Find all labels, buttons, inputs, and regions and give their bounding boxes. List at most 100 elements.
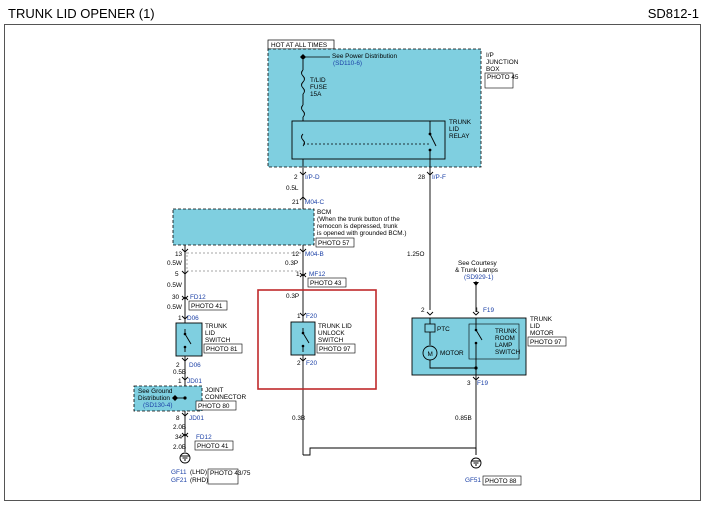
conn-mf12: MF12: [309, 271, 326, 278]
svg-text:2.0B: 2.0B: [173, 424, 186, 431]
svg-text:0.5L: 0.5L: [286, 185, 299, 192]
svg-text:CONNECTOR: CONNECTOR: [205, 394, 246, 401]
svg-text:PHOTO 41: PHOTO 41: [191, 303, 223, 310]
ip-box-name-1: I/P: [486, 52, 494, 59]
svg-text:1.25O: 1.25O: [407, 251, 424, 258]
diagram-title: TRUNK LID OPENER (1): [8, 6, 155, 21]
svg-text:2: 2: [297, 360, 301, 367]
relay-label-3: RELAY: [449, 133, 470, 140]
conn-m04-b: M04-B: [305, 251, 324, 258]
fuse-label-2: FUSE: [310, 84, 327, 91]
bcm-box: [172, 208, 315, 246]
svg-text:& Trunk Lamps: & Trunk Lamps: [455, 267, 498, 274]
svg-text:8: 8: [176, 415, 180, 422]
conn-ip-f: I/P-F: [432, 174, 446, 181]
svg-text:0.5W: 0.5W: [167, 304, 183, 311]
svg-text:0.3P: 0.3P: [285, 260, 298, 267]
svg-text:JOINT: JOINT: [205, 387, 224, 394]
conn-fd12-top: FD12: [190, 294, 206, 301]
svg-text:PTC: PTC: [437, 326, 450, 333]
svg-text:Distribution: Distribution: [138, 395, 170, 402]
conn-f20-top: F20: [306, 313, 317, 320]
fuse-label-1: T/LID: [310, 77, 326, 84]
svg-text:0.85B: 0.85B: [455, 415, 472, 422]
ip-box-photo-box: [484, 72, 514, 89]
svg-text:0.5W: 0.5W: [167, 260, 183, 267]
conn-fd12-bot: FD12: [196, 434, 212, 441]
svg-text:0.5W: 0.5W: [167, 282, 183, 289]
conn-f19-bot: F19: [477, 380, 488, 387]
joint-node: [183, 396, 187, 400]
svg-text:LID: LID: [530, 323, 540, 330]
svg-text:(RHD): (RHD): [190, 477, 208, 484]
svg-text:PHOTO 81: PHOTO 81: [206, 346, 238, 353]
svg-text:13: 13: [175, 251, 183, 258]
ip-box-name-3: BOX: [486, 66, 500, 73]
svg-text:LID: LID: [205, 330, 215, 337]
see-ground-ref[interactable]: (SD130-4): [143, 402, 172, 409]
see-power-text: See Power Distribution: [332, 53, 397, 60]
svg-text:0.3B: 0.3B: [292, 415, 305, 422]
svg-text:See Courtesy: See Courtesy: [458, 260, 498, 267]
highlight-frame: [257, 289, 377, 390]
conn-d06-bot: D06: [189, 362, 201, 369]
svg-text:GF51: GF51: [465, 477, 481, 484]
svg-text:21: 21: [292, 199, 300, 206]
conn-jd01-top: JD01: [187, 378, 202, 385]
conn-m04-c: M04-C: [305, 199, 325, 206]
svg-text:TRUNK: TRUNK: [530, 316, 553, 323]
svg-text:30: 30: [172, 294, 180, 301]
fuse-label-3: 15A: [310, 91, 322, 98]
svg-text:5: 5: [175, 271, 179, 278]
bcm-photo: PHOTO 57: [318, 240, 350, 247]
svg-text:(LHD): (LHD): [190, 469, 207, 476]
svg-text:TRUNK LID: TRUNK LID: [318, 323, 352, 330]
svg-text:SWITCH: SWITCH: [495, 349, 521, 356]
lamp-switch-box: [468, 323, 520, 360]
svg-text:SWITCH: SWITCH: [205, 337, 231, 344]
trunk-lid-relay-box: [291, 120, 446, 160]
fuse-symbol: [301, 69, 305, 95]
svg-text:2: 2: [421, 307, 425, 314]
conn-ip-d: I/P-D: [305, 174, 320, 181]
see-courtesy-ref[interactable]: (SD929-1): [464, 274, 493, 281]
svg-text:GF21: GF21: [171, 477, 187, 484]
diagram-frame: [4, 24, 701, 501]
svg-text:1: 1: [178, 378, 182, 385]
svg-text:TRUNK: TRUNK: [495, 328, 518, 335]
svg-text:1: 1: [178, 315, 182, 322]
bcm-name: BCM: [317, 209, 331, 216]
svg-text:remocon is depressed, trunk: remocon is depressed, trunk: [317, 223, 398, 230]
svg-text:SWITCH: SWITCH: [318, 337, 344, 344]
svg-text:0.3P: 0.3P: [286, 293, 299, 300]
svg-text:1: 1: [296, 271, 300, 278]
svg-text:3: 3: [467, 380, 471, 387]
svg-text:ROOM: ROOM: [495, 335, 515, 342]
conn-d06-top: D06: [187, 315, 199, 322]
svg-text:28: 28: [418, 174, 426, 181]
svg-text:PHOTO 41: PHOTO 41: [197, 443, 229, 450]
see-power-ref[interactable]: (SD110-6): [333, 60, 362, 67]
svg-text:PHOTO 97: PHOTO 97: [530, 339, 562, 346]
svg-text:PHOTO 43: PHOTO 43: [310, 280, 342, 287]
svg-text:TRUNK: TRUNK: [205, 323, 228, 330]
svg-text:PHOTO 88: PHOTO 88: [485, 478, 517, 485]
conn-f19-top: F19: [483, 307, 494, 314]
conn-jd01-bot: JD01: [189, 415, 204, 422]
svg-text:MOTOR: MOTOR: [440, 350, 464, 357]
svg-text:2.0B: 2.0B: [173, 444, 186, 451]
hot-label: HOT AT ALL TIMES: [271, 42, 327, 49]
svg-text:2: 2: [294, 174, 298, 181]
svg-text:0.5B: 0.5B: [173, 369, 186, 376]
ip-box-name-2: JUNCTION: [486, 59, 519, 66]
ip-box-photo: PHOTO 45: [487, 74, 519, 81]
svg-text:1: 1: [475, 307, 479, 314]
relay-label-2: LID: [449, 126, 459, 133]
svg-text:GF11: GF11: [171, 469, 187, 476]
svg-text:12: 12: [292, 251, 300, 258]
svg-text:1: 1: [297, 313, 301, 320]
svg-text:UNLOCK: UNLOCK: [318, 330, 345, 337]
svg-text:(When the trunk button of the: (When the trunk button of the: [317, 216, 400, 223]
